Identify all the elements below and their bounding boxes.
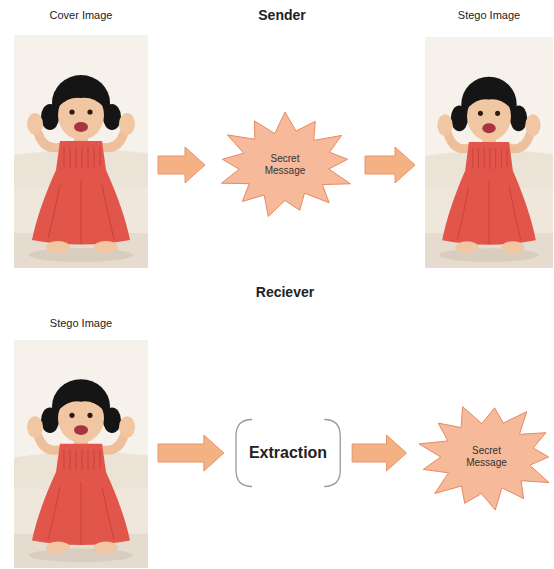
box-text: Extraction bbox=[249, 444, 327, 462]
burst-text: Secret Message bbox=[455, 445, 519, 469]
block-arrow bbox=[158, 147, 205, 183]
image-frame: Cover Image bbox=[14, 4, 148, 268]
stego-photo bbox=[14, 340, 148, 568]
burst-shape: Secret Message bbox=[417, 402, 554, 512]
block-arrow bbox=[365, 147, 415, 183]
cover-photo bbox=[14, 35, 148, 268]
block-arrow bbox=[158, 435, 224, 471]
image-caption: Cover Image bbox=[50, 8, 113, 22]
image-caption: Stego Image bbox=[458, 8, 520, 22]
image-frame: Stego Image bbox=[425, 4, 553, 268]
stego-photo bbox=[425, 37, 553, 268]
burst-outline bbox=[419, 407, 549, 510]
image-frame: Stego Image bbox=[14, 312, 148, 568]
burst-text: Secret Message bbox=[253, 153, 317, 177]
section-heading: Reciever bbox=[256, 284, 314, 300]
section-heading: Sender bbox=[258, 7, 305, 23]
burst-outline bbox=[222, 112, 351, 216]
process-box: Extraction bbox=[234, 418, 342, 488]
block-arrow bbox=[352, 435, 406, 471]
image-caption: Stego Image bbox=[50, 316, 112, 330]
burst-shape: Secret Message bbox=[215, 112, 355, 218]
